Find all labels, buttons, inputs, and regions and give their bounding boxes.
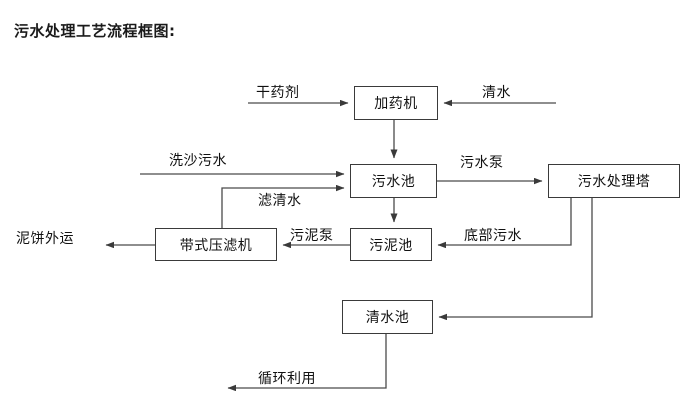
node-label: 带式压滤机 [179,237,253,254]
edge-label-sludge-pump: 污泥泵 [290,228,334,244]
edge-label-sand-wash-water: 洗沙污水 [169,153,227,169]
connector-tower-to-clear-water-pool [438,198,593,321]
edge-label-dry-chemical: 干药剂 [256,85,300,101]
edge-label-recycle-reuse: 循环利用 [258,371,316,387]
node-label: 污泥池 [369,237,413,254]
edge-label-wastewater-pump: 污水泵 [460,155,504,171]
connector-filtered-water-to-wastewater-pool [221,184,345,228]
node-wastewater-pool[interactable]: 污水池 [350,164,437,198]
edge-label-clean-water-in: 清水 [482,85,511,101]
node-dosing-machine[interactable]: 加药机 [354,86,438,120]
connector-clear-water-pool-to-recycle [227,334,387,392]
node-label: 加药机 [374,96,418,112]
node-belt-filter-press[interactable]: 带式压滤机 [155,228,277,261]
node-label: 污水处理塔 [577,174,651,190]
edge-label-bottom-wastewater: 底部污水 [464,228,522,244]
connector-tower-to-sludge-pool [437,198,572,249]
node-label: 污水池 [371,174,416,190]
page-title: 污水处理工艺流程框图: [14,22,176,40]
node-label: 清水池 [365,310,410,326]
node-clear-water-pool[interactable]: 清水池 [342,300,433,334]
node-treatment-tower[interactable]: 污水处理塔 [548,164,680,198]
node-sludge-pool[interactable]: 污泥池 [350,228,432,261]
edge-label-filtered-water: 滤清水 [258,193,302,209]
edge-label-mud-cake-transport: 泥饼外运 [16,231,74,247]
